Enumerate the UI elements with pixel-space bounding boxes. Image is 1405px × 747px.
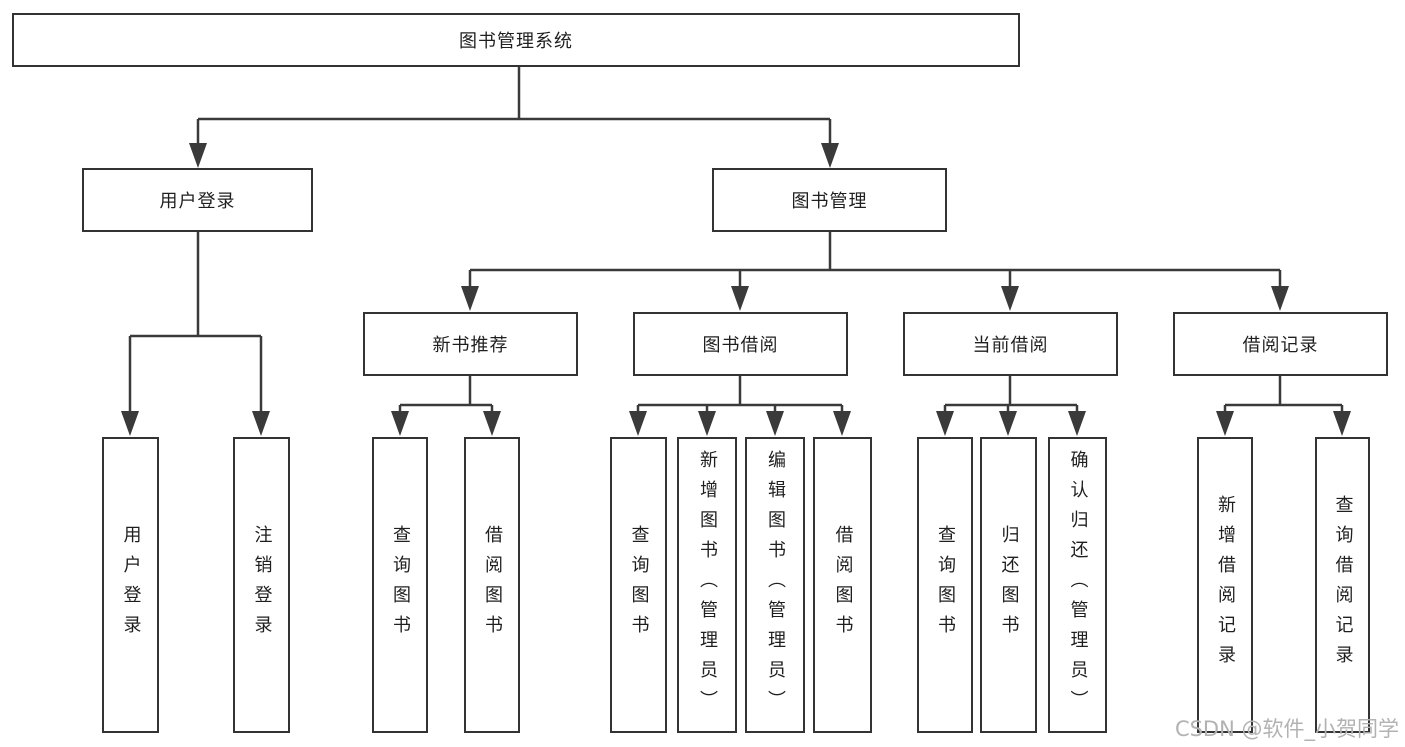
node-leaf-add-borrow-record-label: 新增借阅记录 <box>1215 495 1236 675</box>
node-book-borrow: 图书借阅 <box>633 312 848 376</box>
node-leaf-logout: 注销登录 <box>233 437 290 733</box>
node-leaf-query-book-borrow: 查询图书 <box>610 437 667 733</box>
node-leaf-logout-label: 注销登录 <box>251 525 273 645</box>
node-book-mgmt-label: 图书管理 <box>791 191 868 212</box>
node-leaf-user-login-label: 用户登录 <box>120 525 142 645</box>
node-borrow-records-label: 借阅记录 <box>1242 335 1319 356</box>
connector-root-to-level2 <box>189 67 839 168</box>
connector-borrow-records-children <box>1216 376 1351 436</box>
node-new-book-rec: 新书推荐 <box>363 312 578 376</box>
node-current-borrow: 当前借阅 <box>903 312 1118 376</box>
node-new-book-rec-label: 新书推荐 <box>432 335 509 356</box>
node-leaf-query-borrow-record: 查询借阅记录 <box>1315 437 1370 733</box>
node-leaf-borrow-book-label: 借阅图书 <box>832 525 854 645</box>
connector-current-borrow-children <box>936 376 1086 436</box>
node-leaf-query-book-current: 查询图书 <box>917 437 973 733</box>
connector-book-mgmt-sections <box>461 232 1289 311</box>
node-leaf-edit-book: 编辑图书（管理员） <box>745 437 805 733</box>
node-leaf-query-book-current-label: 查询图书 <box>935 525 956 645</box>
node-leaf-edit-book-label: 编辑图书（管理员） <box>765 450 786 720</box>
node-leaf-query-book-borrow-label: 查询图书 <box>628 525 650 645</box>
node-current-borrow-label: 当前借阅 <box>972 335 1049 356</box>
node-borrow-records: 借阅记录 <box>1173 312 1388 376</box>
node-leaf-add-book-label: 新增图书（管理员） <box>697 450 718 720</box>
node-root-system: 图书管理系统 <box>12 13 1020 67</box>
connector-user-login-children <box>121 232 270 436</box>
watermark: CSDN @软件_小贺同学 <box>1174 717 1399 741</box>
node-user-login-label: 用户登录 <box>159 191 236 212</box>
node-leaf-borrow-book: 借阅图书 <box>813 437 872 733</box>
node-leaf-query-borrow-record-label: 查询借阅记录 <box>1332 495 1354 675</box>
node-root-system-label: 图书管理系统 <box>459 31 573 52</box>
node-book-mgmt: 图书管理 <box>712 168 947 232</box>
connector-new-book-rec-children <box>391 376 501 436</box>
node-leaf-add-book: 新增图书（管理员） <box>677 437 737 733</box>
node-leaf-return-book-label: 归还图书 <box>998 525 1020 645</box>
node-book-borrow-label: 图书借阅 <box>702 335 779 356</box>
node-user-login: 用户登录 <box>82 168 313 232</box>
node-leaf-query-book-newrec-label: 查询图书 <box>390 525 411 645</box>
node-leaf-add-borrow-record: 新增借阅记录 <box>1197 437 1253 733</box>
node-leaf-borrow-book-newrec: 借阅图书 <box>464 437 520 733</box>
node-leaf-query-book-newrec: 查询图书 <box>372 437 428 733</box>
node-leaf-borrow-book-newrec-label: 借阅图书 <box>482 525 503 645</box>
node-leaf-return-book: 归还图书 <box>980 437 1037 733</box>
node-leaf-user-login: 用户登录 <box>102 437 159 733</box>
node-leaf-confirm-return-label: 确认归还（管理员） <box>1067 450 1089 720</box>
connector-book-borrow-children <box>629 376 851 436</box>
node-leaf-confirm-return: 确认归还（管理员） <box>1048 437 1107 733</box>
